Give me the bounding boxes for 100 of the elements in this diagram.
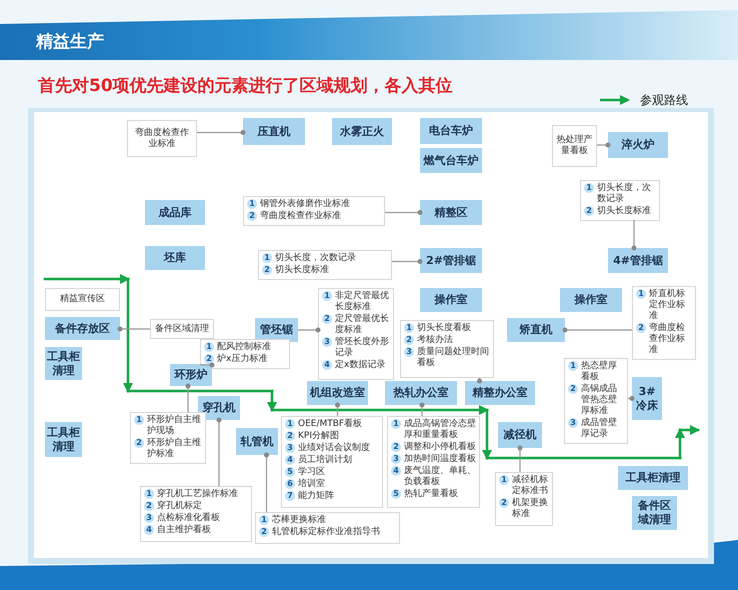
area-block: 操作室 [420, 288, 482, 312]
number-badge: 1 [144, 489, 154, 499]
note-text: 质量问题处理时间看板 [417, 347, 490, 369]
number-badge: 4 [285, 455, 295, 465]
leader-line [335, 402, 340, 416]
area-block: 3# 冷床 [632, 377, 662, 420]
note-text: 员工培训计划 [298, 455, 353, 466]
number-badge: 3 [322, 337, 332, 347]
number-badge: 4 [391, 466, 401, 476]
area-block: 精整办公室 [465, 381, 535, 405]
note-card [281, 416, 383, 508]
note-text: 业绩对话会议制度 [298, 443, 371, 454]
note-card [495, 472, 553, 526]
note-card [580, 180, 660, 221]
number-badge: 3 [285, 443, 295, 453]
area-block: 工具柜清理 [45, 422, 82, 457]
area-block: 工具柜清理 [618, 466, 688, 490]
note-text: 切头长度看板 [417, 323, 472, 334]
note-text: 配风控制标准 [217, 342, 272, 353]
number-badge: 6 [285, 479, 295, 489]
area-block: 环形炉 [170, 364, 212, 386]
note-card: 弯曲度检查作业标准 [127, 120, 197, 157]
number-badge: 1 [391, 419, 401, 429]
number-badge: 2 [322, 314, 332, 324]
note-text: 热轧产量看板 [404, 489, 459, 500]
number-badge: 5 [391, 489, 401, 499]
note-text: 切头长度标准 [275, 265, 330, 276]
number-badge: 3 [391, 454, 401, 464]
note-card: 热处理产量看板 [552, 125, 597, 167]
note-text: 点检标准化看板 [157, 513, 221, 524]
leader-line [420, 402, 424, 416]
number-badge: 1 [322, 291, 332, 301]
number-badge: 1 [404, 323, 414, 333]
number-badge: 1 [584, 183, 594, 193]
area-block: 坯库 [145, 246, 205, 270]
note-text: 成品管壁厚记录 [581, 418, 618, 440]
leader-line [298, 328, 320, 332]
note-card [243, 196, 385, 226]
note-text: 成品高锅管冷态壁厚和重量看板 [404, 419, 476, 441]
legend-text: 参观路线 [640, 92, 688, 109]
number-badge: 2 [636, 323, 646, 333]
note-text: 炉x压力标准 [217, 354, 268, 365]
note-text: 非定尺管最优长度标准 [335, 291, 390, 313]
number-badge: 2 [391, 442, 401, 452]
leader-line [562, 328, 632, 332]
leader-line [264, 452, 269, 512]
number-badge: 1 [262, 253, 272, 263]
area-block: 矫直机 [507, 318, 565, 342]
note-text: 切头长度，次数记录 [597, 183, 652, 205]
leader-line [632, 220, 636, 250]
area-block: 淬火炉 [608, 132, 668, 158]
area-block: 成品库 [145, 200, 205, 225]
leader-line [628, 396, 634, 401]
number-badge: 4 [144, 525, 154, 535]
leader-line [518, 446, 522, 472]
number-badge: 3 [568, 418, 578, 428]
area-block: 2#管排锯 [420, 248, 482, 273]
number-badge: 2 [285, 431, 295, 441]
number-badge: 2 [262, 265, 272, 275]
area-block: 备件区域清理 [632, 496, 677, 530]
area-block: 电台车炉 [420, 118, 482, 144]
number-badge: 2 [404, 335, 414, 345]
leader-line [597, 142, 610, 148]
note-text: 弯曲度检查作业标准 [260, 211, 342, 222]
number-badge: 3 [404, 347, 414, 357]
note-text: KPI分解图 [298, 431, 340, 442]
note-card [564, 358, 628, 444]
area-block: 减径机 [498, 422, 542, 448]
area-block: 热轧办公室 [385, 381, 457, 405]
number-badge: 1 [259, 515, 269, 525]
note-text: 考核办法 [417, 335, 454, 346]
note-text: 机架更换标准 [512, 498, 549, 520]
number-badge: 1 [285, 419, 295, 429]
note-card [318, 288, 394, 380]
area-block: 压直机 [243, 118, 305, 145]
leader-line [186, 384, 190, 412]
note-text: 弯曲度检查作业标准 [649, 323, 686, 356]
note-text: 自主维护看板 [157, 525, 212, 536]
area-block: 机组改造室 [307, 381, 368, 405]
note-text: 废气温度、单耗、负载看板 [404, 466, 476, 488]
page-title: 精益生产 [36, 31, 104, 53]
number-badge: 3 [144, 513, 154, 523]
note-card [130, 412, 206, 464]
note-text: 能力矩阵 [298, 491, 335, 502]
leader-line [392, 259, 422, 264]
number-badge: 2 [499, 498, 509, 508]
area-block: 工具柜清理 [45, 347, 82, 380]
note-text: 环形炉自主维护标准 [147, 438, 202, 460]
leader-line [477, 378, 482, 384]
number-badge: 2 [247, 211, 257, 221]
note-text: 定x数据记录 [335, 360, 386, 371]
number-badge: 2 [568, 384, 578, 394]
note-card [258, 250, 392, 280]
note-text: OEE/MTBF看板 [298, 419, 364, 430]
leader-line [197, 130, 246, 135]
area-block: 燃气台车炉 [420, 148, 482, 173]
note-card [387, 416, 480, 508]
number-badge: 1 [204, 342, 214, 352]
note-card [632, 286, 696, 360]
number-badge: 2 [204, 354, 214, 364]
